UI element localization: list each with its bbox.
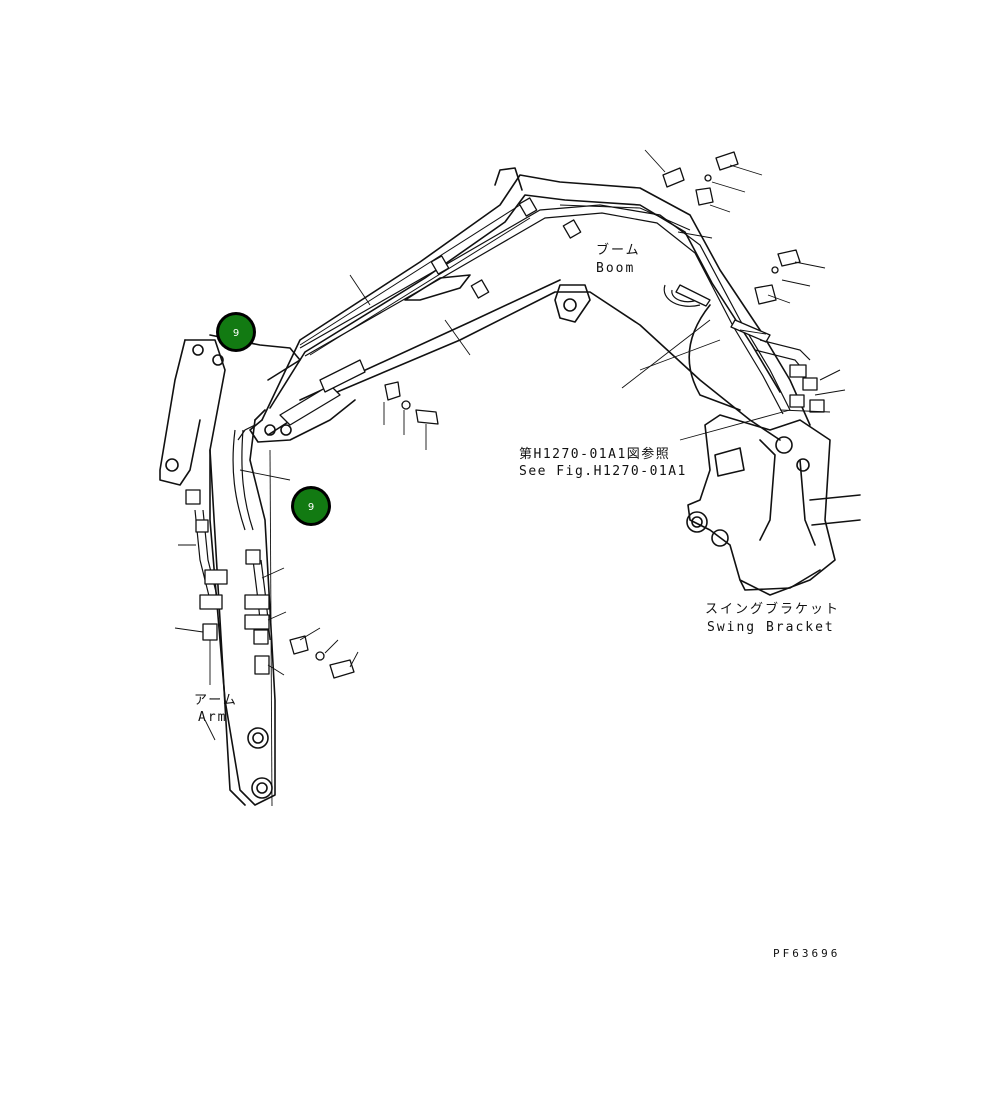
boom [249,167,811,443]
callout-9-bottom[interactable]: 9 [291,486,331,526]
boom-label-jp: ブーム [596,242,641,258]
arm [159,151,801,806]
reference-label-jp: 第H1270-01A1図参照 [519,446,670,462]
swing-bracket [686,414,861,596]
callout-badge [219,315,253,349]
boom-base-fittings [663,284,846,413]
swing-bracket-label-jp: スイングブラケット [705,601,840,617]
figure-code: PF63696 [773,947,840,960]
reference-label-en: See Fig.H1270-01A1 [519,464,687,479]
callout-9-top[interactable]: 9 [216,312,256,352]
boom-label-en: Boom [596,261,635,276]
callout-number: 9 [233,328,239,339]
callout-number: 9 [308,502,314,513]
arm-label-jp: アーム [194,693,238,708]
leader-lines [174,149,826,807]
callout-badge [294,489,328,523]
swing-bracket-label-en: Swing Bracket [707,620,835,635]
arm-label-en: Arm [198,710,227,725]
labels: ブーム Boom アーム Arm スイングブラケット Swing Bracket… [194,242,840,960]
